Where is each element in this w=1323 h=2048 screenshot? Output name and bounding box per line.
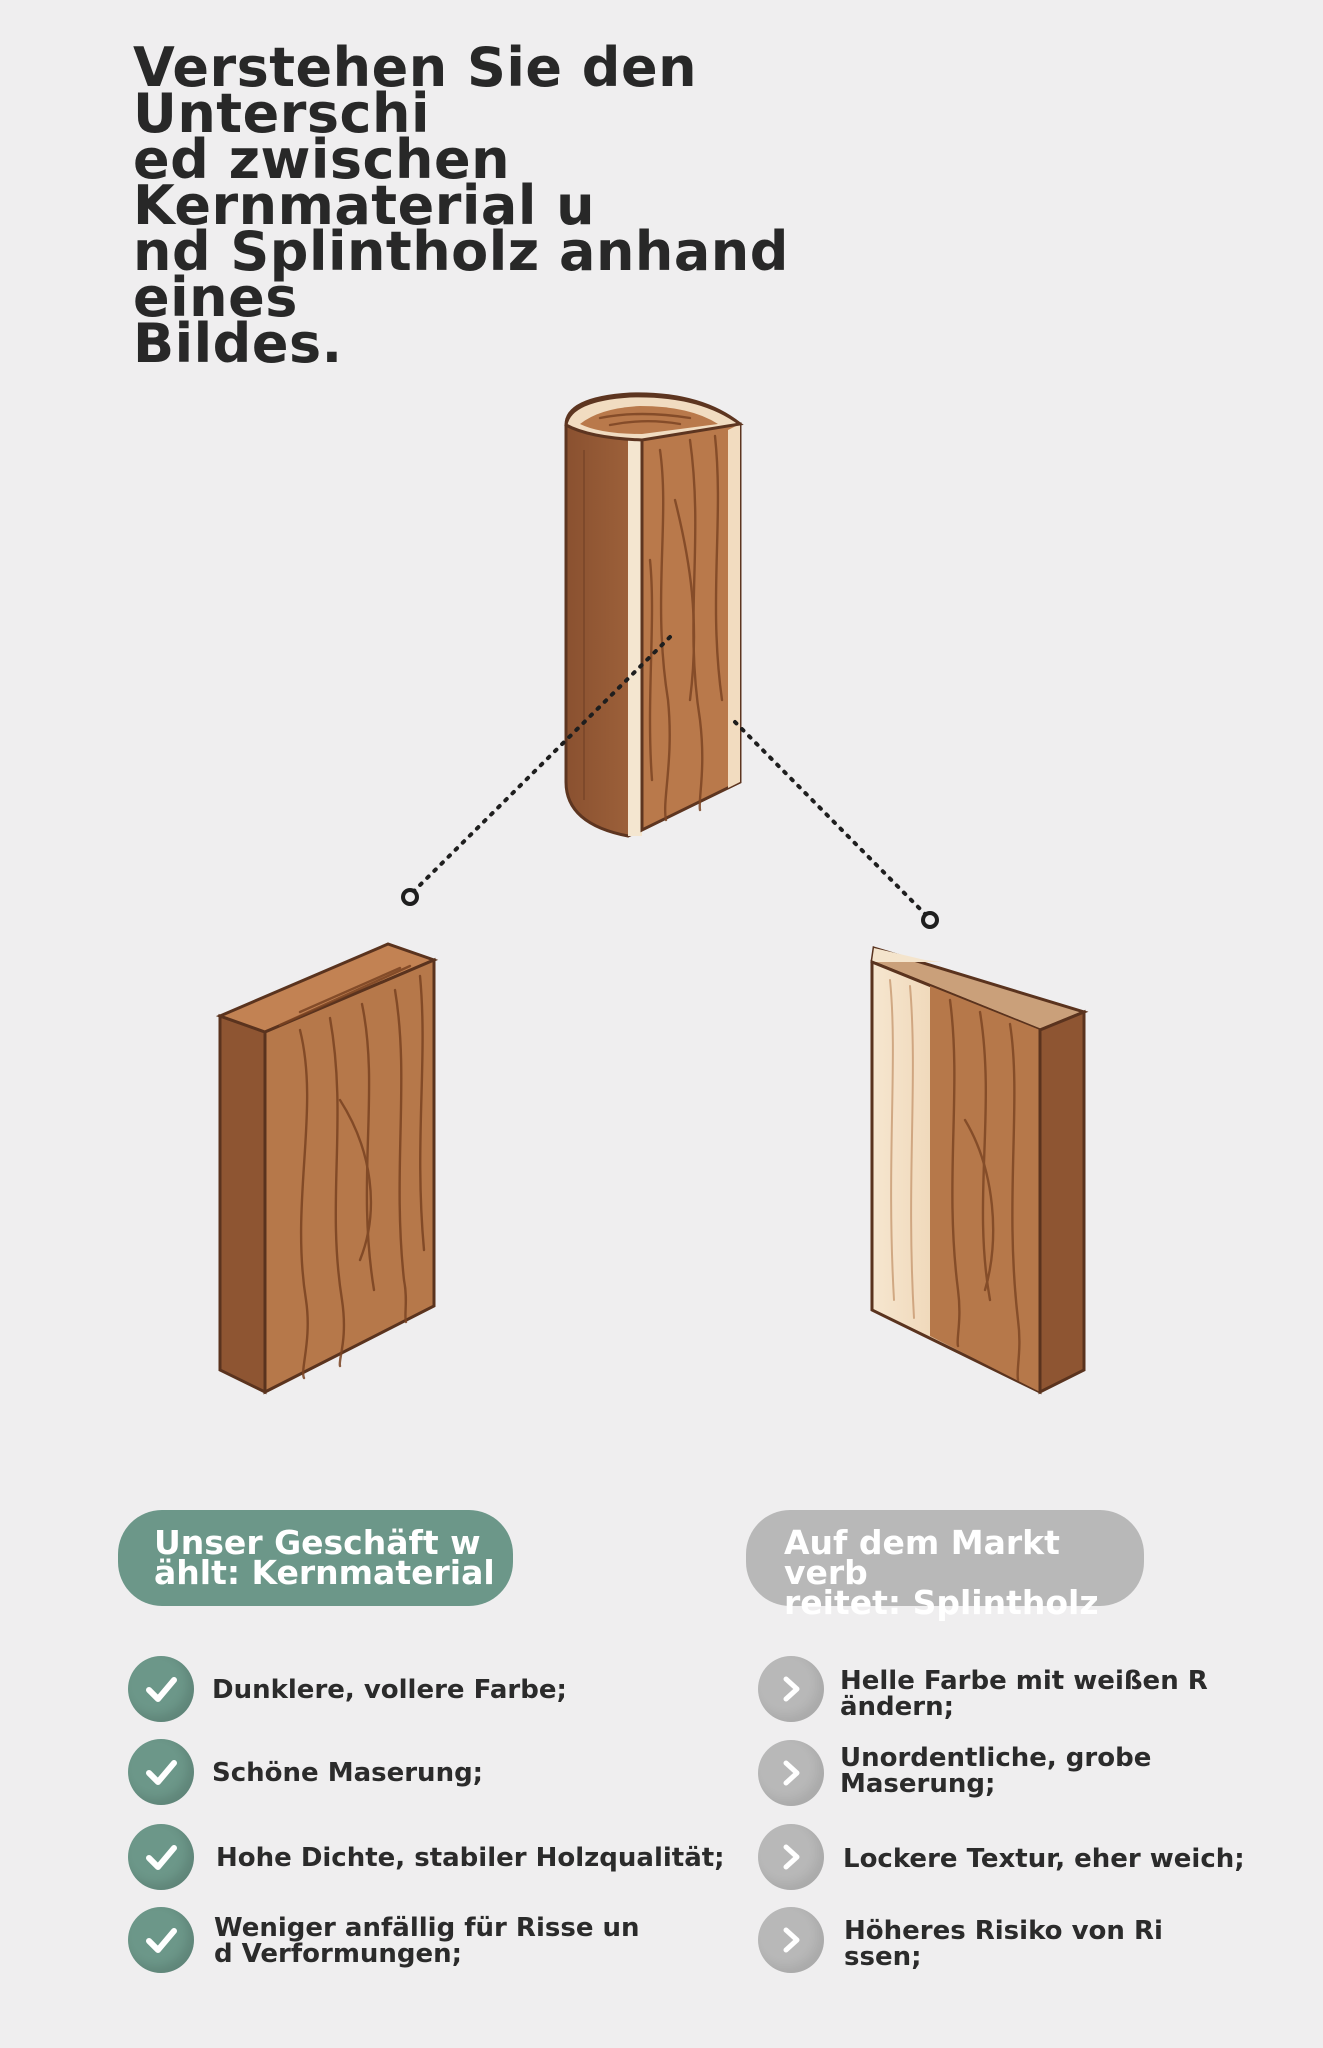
chevron-right-icon <box>758 1656 824 1722</box>
check-icon <box>128 1907 194 1973</box>
list-item-label: Hohe Dichte, stabiler Holzqualität; <box>216 1843 725 1873</box>
page-title: Verstehen Sie den Unterschi ed zwischen … <box>133 36 789 375</box>
connector-lines <box>410 635 929 918</box>
chevron-right-icon <box>758 1740 824 1806</box>
heartwood-heading: Unser Geschäft w ählt: Kernmaterial <box>118 1510 513 1606</box>
log-cylinder <box>564 392 744 838</box>
list-item-label: Schöne Maserung; <box>212 1758 484 1788</box>
list-item-label: Dunklere, vollere Farbe; <box>212 1675 567 1705</box>
check-icon <box>128 1656 194 1722</box>
sapwood-board <box>870 946 1089 1395</box>
check-icon <box>128 1739 194 1805</box>
check-icon <box>128 1824 194 1890</box>
list-item-label: Lockere Textur, eher weich; <box>843 1844 1245 1874</box>
heartwood-board <box>215 942 439 1395</box>
list-item-label: Höheres Risiko von Ri ssen; <box>844 1916 1163 1972</box>
list-item-label: Helle Farbe mit weißen R ändern; <box>840 1666 1208 1722</box>
chevron-right-icon <box>758 1824 824 1890</box>
list-item-label: Unordentliche, grobe Maserung; <box>840 1743 1152 1799</box>
connector-dot-left <box>401 888 419 906</box>
chevron-right-icon <box>758 1907 824 1973</box>
connector-dot-right <box>921 911 939 929</box>
sapwood-heading: Auf dem Markt verb reitet: Splintholz <box>746 1510 1144 1619</box>
list-item-label: Weniger anfällig für Risse un d Verformu… <box>214 1913 640 1969</box>
